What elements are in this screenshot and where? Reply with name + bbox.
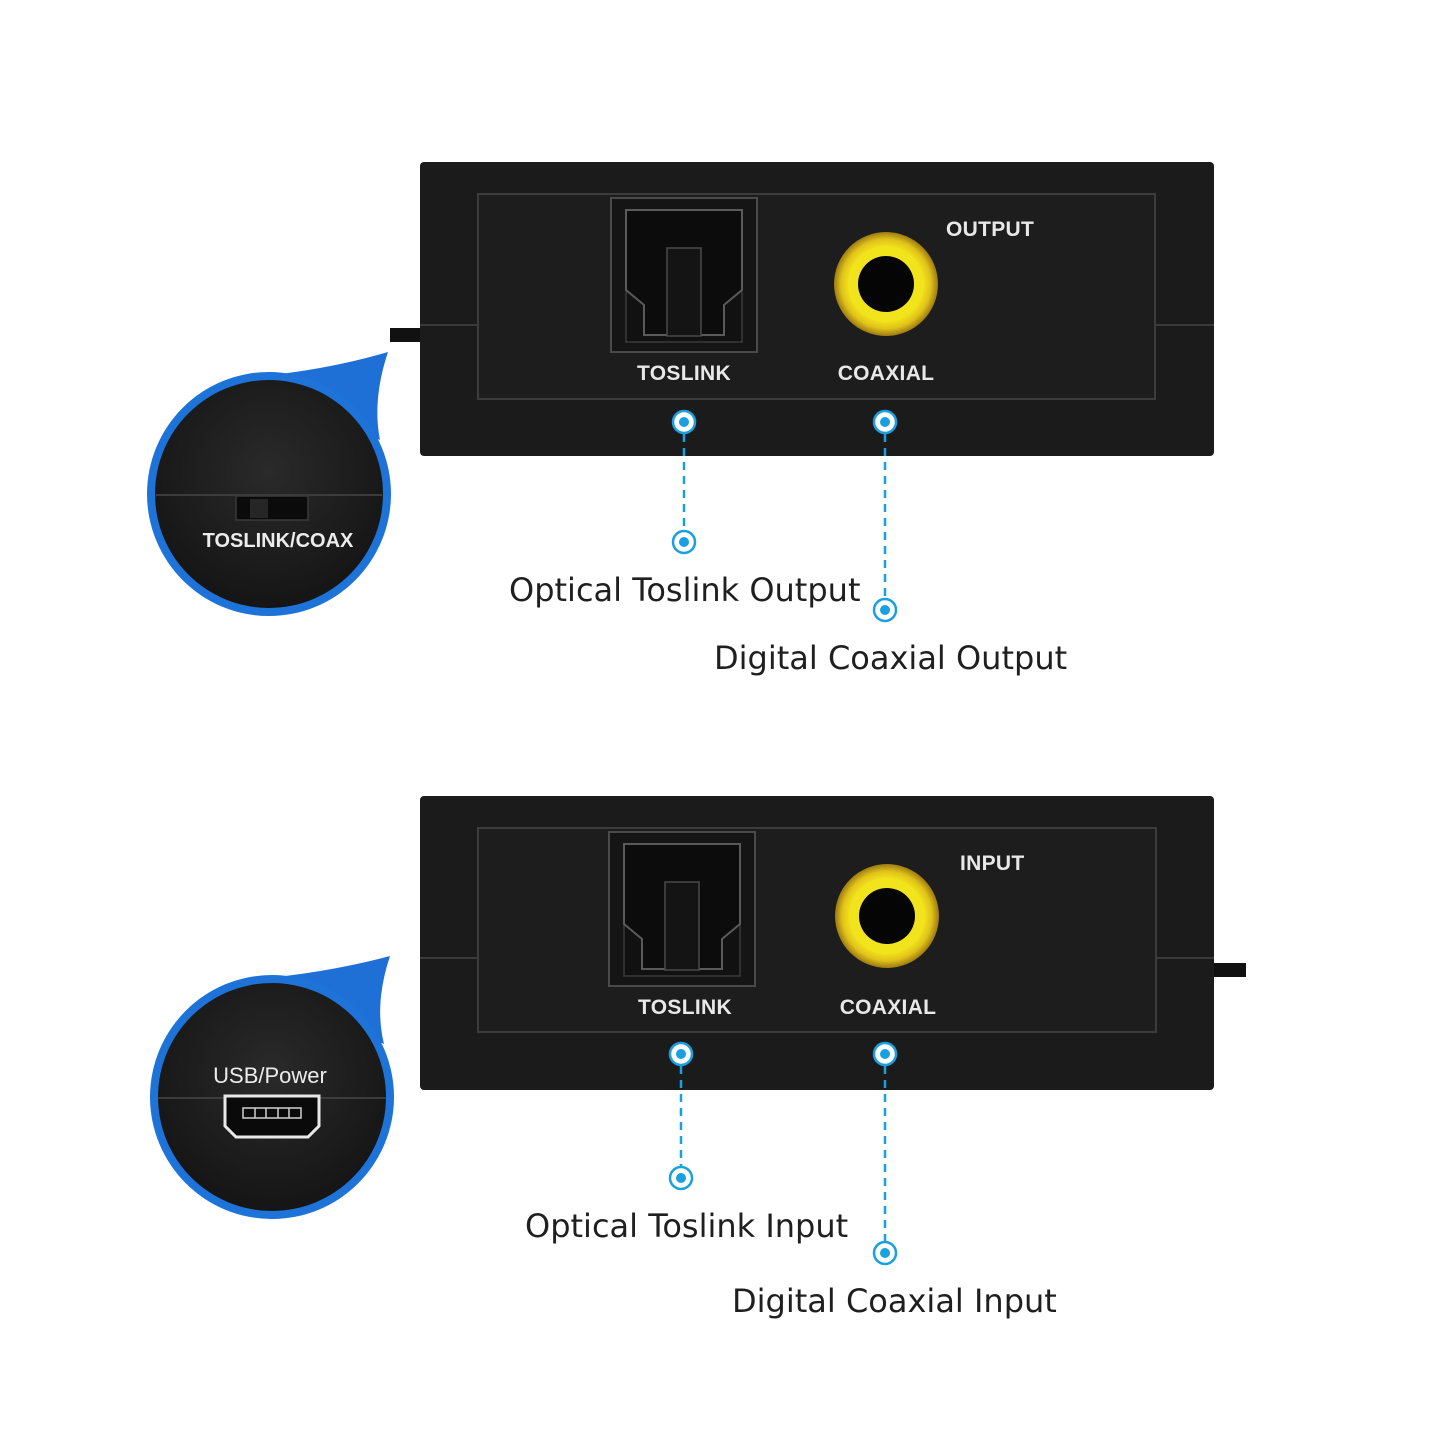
bottom-coaxial-port (835, 864, 939, 968)
bottom-coax-dot (872, 1041, 898, 1067)
bottom-toslink-label: TOSLINK (638, 996, 732, 1019)
top-coaxial-port (834, 232, 938, 336)
callout-coaxial-input: Digital Coaxial Input (732, 1282, 1057, 1320)
top-toslink-port (610, 197, 758, 353)
top-callout-lines (671, 409, 898, 623)
bottom-front-panel (477, 827, 1157, 1033)
bottom-toslink-port (608, 831, 756, 987)
bottom-cable-stub (1210, 963, 1246, 977)
top-section-label: OUTPUT (946, 218, 1034, 241)
bottom-callout-lines (668, 1041, 898, 1266)
callout-optical-input: Optical Toslink Input (525, 1207, 848, 1245)
mini-usb-port-icon (223, 1094, 321, 1139)
toslink-coax-switch (235, 495, 309, 521)
callout-coaxial-output: Digital Coaxial Output (714, 639, 1067, 677)
bottom-toslink-dot (668, 1041, 694, 1067)
top-zoom-label: TOSLINK/COAX (203, 530, 354, 552)
top-front-panel (477, 193, 1156, 400)
top-toslink-dot (671, 409, 697, 435)
top-optical-end-dot (671, 529, 697, 555)
top-coaxial-label: COAXIAL (838, 362, 935, 385)
bottom-optical-end-dot (668, 1165, 694, 1191)
top-device: OUTPUT TOSLINK COAXIAL (390, 162, 1214, 456)
callout-optical-output: Optical Toslink Output (509, 571, 860, 609)
bottom-zoom-label: USB/Power (213, 1063, 327, 1088)
bottom-section-label: INPUT (960, 852, 1025, 875)
bottom-zoom-bubble: USB/Power (150, 956, 394, 1219)
bottom-device: INPUT TOSLINK COAXIAL (420, 796, 1246, 1090)
top-zoom-bubble: TOSLINK/COAX (147, 352, 391, 616)
top-coax-dot (872, 409, 898, 435)
bottom-coax-end-dot (872, 1240, 898, 1266)
bottom-coaxial-label: COAXIAL (840, 996, 937, 1019)
top-coax-end-dot (872, 597, 898, 623)
top-toslink-label: TOSLINK (637, 362, 731, 385)
top-cable-stub (390, 328, 424, 342)
